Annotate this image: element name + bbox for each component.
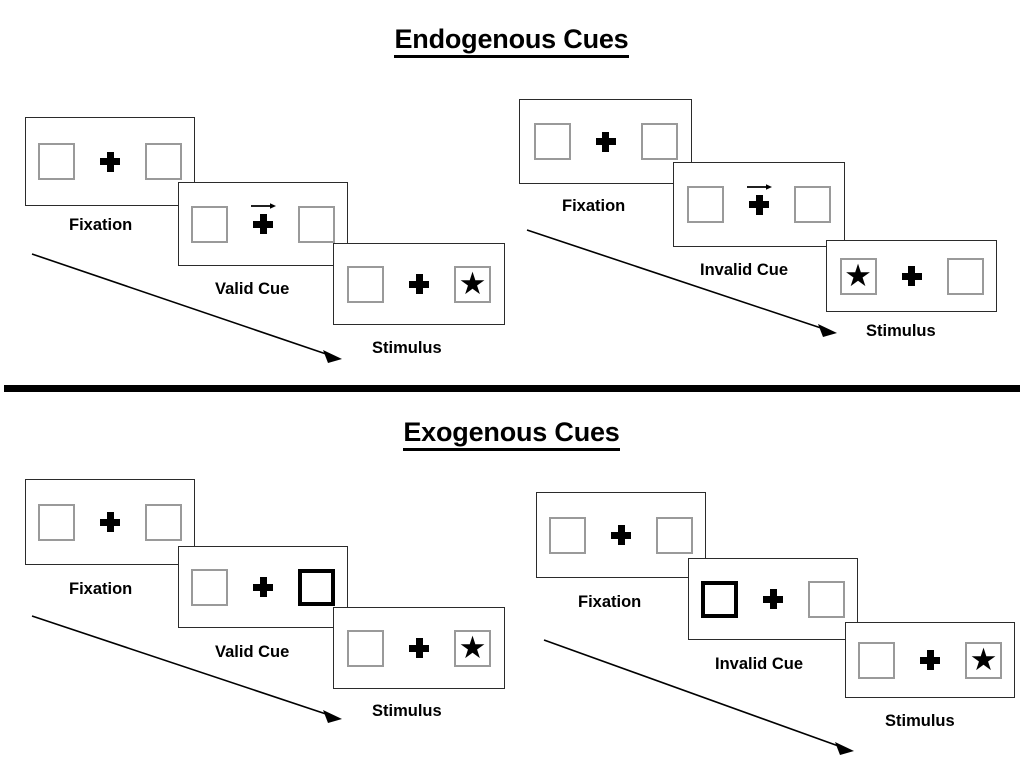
right-placeholder-box: [145, 503, 182, 541]
frame-content: [674, 163, 844, 246]
fixation-cross-wrap: [899, 254, 925, 298]
section-divider: [4, 385, 1020, 392]
left-placeholder-box: [191, 205, 228, 243]
trial-frame-exogenous-invalid-fixation[interactable]: [536, 492, 706, 578]
right-placeholder-box: [946, 257, 984, 295]
star-icon: ★: [844, 257, 872, 293]
caption-endogenous-invalid-cue: Invalid Cue: [700, 261, 789, 279]
frame-content: [179, 547, 347, 627]
caption-endogenous-invalid-stimulus: Stimulus: [866, 322, 936, 340]
trial-frame-endogenous-invalid-cue[interactable]: [673, 162, 845, 247]
fixation-cross-icon: [920, 650, 940, 670]
time-progression-arrow-icon: [31, 253, 342, 363]
trial-frame-endogenous-valid-stimulus[interactable]: ★: [333, 243, 505, 325]
fixation-cross-wrap: [746, 183, 772, 227]
caption-endogenous-invalid-fixation: Fixation: [562, 197, 626, 215]
section-title-endogenous-text: Endogenous Cues: [394, 24, 629, 58]
frame-content: ★: [827, 241, 996, 311]
star-icon: ★: [969, 641, 998, 677]
trial-frame-exogenous-invalid-cue[interactable]: [688, 558, 858, 640]
right-arrow-icon: [251, 203, 276, 209]
left-placeholder-box: [687, 186, 724, 223]
right-placeholder-box: [808, 580, 845, 618]
fixation-cross-wrap: [917, 638, 943, 682]
right-target-box: ★: [454, 265, 491, 303]
fixation-cross-wrap: [406, 626, 432, 670]
left-cued-box: [701, 580, 738, 618]
section-title-endogenous: Endogenous Cues: [0, 24, 1023, 58]
caption-exogenous-invalid-cue: Invalid Cue: [715, 655, 804, 673]
right-target-box: ★: [454, 629, 491, 667]
right-cued-box: [298, 568, 335, 606]
frame-content: ★: [334, 608, 504, 688]
fixation-cross-wrap: [760, 577, 786, 621]
time-progression-arrow-icon: [31, 615, 342, 723]
fixation-cross-icon: [253, 214, 273, 234]
left-placeholder-box: [38, 503, 75, 541]
frame-content: [179, 183, 347, 265]
trial-frame-exogenous-valid-cue[interactable]: [178, 546, 348, 628]
fixation-cross-icon: [409, 638, 429, 658]
caption-exogenous-valid-stimulus: Stimulus: [372, 702, 442, 720]
fixation-cross-icon: [595, 131, 616, 152]
fixation-cross-wrap: [250, 565, 276, 609]
left-placeholder-box: [549, 516, 586, 554]
fixation-cross-icon: [763, 589, 783, 609]
trial-frame-exogenous-valid-stimulus[interactable]: ★: [333, 607, 505, 689]
trial-frame-exogenous-invalid-stimulus[interactable]: ★: [845, 622, 1015, 698]
fixation-cross-wrap: [406, 262, 432, 306]
caption-exogenous-invalid-stimulus: Stimulus: [885, 712, 955, 730]
time-progression-arrow-icon: [526, 229, 837, 337]
fixation-cross-wrap: [593, 120, 619, 164]
frame-content: [520, 100, 691, 183]
left-placeholder-box: [38, 143, 75, 180]
right-placeholder-box: [298, 205, 335, 243]
frame-content: ★: [334, 244, 504, 324]
left-placeholder-box: [191, 568, 228, 606]
frame-content: [689, 559, 857, 639]
fixation-cross-wrap: [608, 513, 634, 557]
fixation-cross-wrap: [97, 140, 123, 184]
frame-content: [537, 493, 705, 577]
frame-content: [26, 480, 194, 564]
section-title-exogenous-text: Exogenous Cues: [403, 417, 620, 451]
fixation-cross-wrap: [250, 202, 276, 246]
fixation-cross-icon: [253, 577, 273, 597]
fixation-cross-icon: [901, 266, 922, 286]
trial-frame-endogenous-valid-fixation[interactable]: [25, 117, 195, 206]
left-target-box: ★: [839, 257, 877, 295]
caption-exogenous-invalid-fixation: Fixation: [578, 593, 642, 611]
right-target-box: ★: [965, 641, 1002, 679]
star-icon: ★: [458, 629, 487, 665]
frame-content: [26, 118, 194, 205]
trial-frame-endogenous-valid-cue[interactable]: [178, 182, 348, 266]
fixation-cross-icon: [611, 525, 631, 545]
frame-content: ★: [846, 623, 1014, 697]
fixation-cross-icon: [100, 151, 120, 172]
caption-exogenous-valid-cue: Valid Cue: [215, 643, 290, 661]
right-arrow-icon: [747, 183, 772, 190]
star-icon: ★: [458, 265, 487, 301]
caption-exogenous-valid-fixation: Fixation: [69, 580, 133, 598]
caption-endogenous-valid-fixation: Fixation: [69, 216, 133, 234]
fixation-cross-icon: [100, 512, 120, 532]
left-placeholder-box: [347, 265, 384, 303]
caption-endogenous-valid-cue: Valid Cue: [215, 280, 290, 298]
trial-frame-endogenous-invalid-stimulus[interactable]: ★: [826, 240, 997, 312]
section-title-exogenous: Exogenous Cues: [0, 417, 1023, 451]
fixation-cross-icon: [749, 194, 769, 215]
fixation-cross-icon: [409, 274, 429, 294]
left-placeholder-box: [347, 629, 384, 667]
left-placeholder-box: [858, 641, 895, 679]
left-placeholder-box: [533, 123, 571, 160]
caption-endogenous-valid-stimulus: Stimulus: [372, 339, 442, 357]
time-progression-arrow-icon: [543, 639, 854, 755]
right-placeholder-box: [656, 516, 693, 554]
right-placeholder-box: [640, 123, 678, 160]
right-placeholder-box: [794, 186, 831, 223]
trial-frame-endogenous-invalid-fixation[interactable]: [519, 99, 692, 184]
right-placeholder-box: [145, 143, 182, 180]
trial-frame-exogenous-valid-fixation[interactable]: [25, 479, 195, 565]
fixation-cross-wrap: [97, 500, 123, 544]
